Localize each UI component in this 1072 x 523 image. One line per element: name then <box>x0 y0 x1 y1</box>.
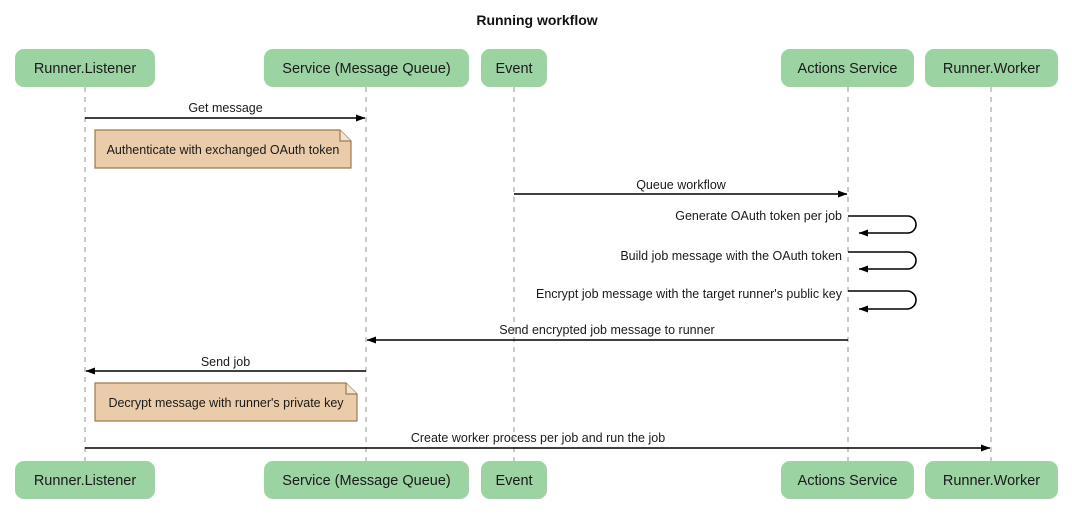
participant-box <box>781 49 914 87</box>
message-label: Generate OAuth token per job <box>675 209 842 223</box>
participant-label: Service (Message Queue) <box>282 61 450 77</box>
participant-box <box>264 461 469 499</box>
participant-label: Event <box>495 473 532 489</box>
note-label: Authenticate with exchanged OAuth token <box>107 143 340 157</box>
message-create-worker-process[interactable]: Create worker process per job and run th… <box>85 431 991 452</box>
participant-label: Event <box>495 61 532 77</box>
participant-label: Actions Service <box>798 61 898 77</box>
participant-box <box>481 49 547 87</box>
message-label: Build job message with the OAuth token <box>620 249 842 263</box>
self-loop-path <box>848 215 917 237</box>
participant-label: Runner.Worker <box>943 473 1040 489</box>
message-encrypt-job-message-public-key[interactable]: Encrypt job message with the target runn… <box>536 287 917 313</box>
message-send-encrypted-job-message-to-runner[interactable]: Send encrypted job message to runner <box>366 323 848 344</box>
self-loop-path <box>848 251 917 273</box>
participant-actions-service-header[interactable]: Actions Service <box>781 49 914 87</box>
message-generate-oauth-token-per-job[interactable]: Generate OAuth token per job <box>675 209 917 237</box>
message-build-job-message-with-oauth-token[interactable]: Build job message with the OAuth token <box>620 249 917 273</box>
participant-box <box>481 461 547 499</box>
participant-label: Runner.Worker <box>943 61 1040 77</box>
participant-event-footer[interactable]: Event <box>481 461 547 499</box>
note-label: Decrypt message with runner's private ke… <box>108 396 344 410</box>
message-get-message[interactable]: Get message <box>85 101 366 122</box>
message-label: Send encrypted job message to runner <box>499 323 714 337</box>
message-label: Queue workflow <box>636 178 727 192</box>
participant-box <box>15 461 155 499</box>
participant-runner-worker-footer[interactable]: Runner.Worker <box>925 461 1058 499</box>
participant-box <box>15 49 155 87</box>
note-authenticate-note: Authenticate with exchanged OAuth token <box>94 129 352 169</box>
page-title: Running workflow <box>476 12 597 28</box>
participant-service-message-queue-header[interactable]: Service (Message Queue) <box>264 49 469 87</box>
participant-runner-listener-header[interactable]: Runner.Listener <box>15 49 155 87</box>
participant-headers: Runner.Listener Service (Message Queue) Ev… <box>15 49 1058 87</box>
note-decrypt-note: Decrypt message with runner's private ke… <box>94 382 358 422</box>
participant-box <box>925 461 1058 499</box>
participant-runner-worker-header[interactable]: Runner.Worker <box>925 49 1058 87</box>
notes-group: Authenticate with exchanged OAuth tokenD… <box>94 129 358 422</box>
participant-service-message-queue-footer[interactable]: Service (Message Queue) <box>264 461 469 499</box>
message-label: Create worker process per job and run th… <box>411 431 665 445</box>
participant-actions-service-footer[interactable]: Actions Service <box>781 461 914 499</box>
message-send-job[interactable]: Send job <box>85 355 366 375</box>
message-label: Send job <box>201 355 250 369</box>
participant-box <box>264 49 469 87</box>
participant-label: Service (Message Queue) <box>282 473 450 489</box>
participant-runner-listener-footer[interactable]: Runner.Listener <box>15 461 155 499</box>
participant-event-header[interactable]: Event <box>481 49 547 87</box>
participant-box <box>925 49 1058 87</box>
participant-footers: Runner.Listener Service (Message Queue) Ev… <box>15 461 1058 499</box>
participant-label: Runner.Listener <box>34 473 137 489</box>
message-queue-workflow[interactable]: Queue workflow <box>514 178 848 198</box>
note-fold-corner <box>345 383 357 395</box>
note-body <box>94 382 358 422</box>
note-fold-corner <box>339 130 351 142</box>
participant-label: Runner.Listener <box>34 61 137 77</box>
participant-box <box>781 461 914 499</box>
lifelines-group <box>84 87 992 461</box>
message-label: Encrypt job message with the target runn… <box>536 287 843 301</box>
note-body <box>94 129 352 169</box>
participant-label: Actions Service <box>798 473 898 489</box>
self-loop-path <box>848 290 917 313</box>
message-label: Get message <box>188 101 262 115</box>
